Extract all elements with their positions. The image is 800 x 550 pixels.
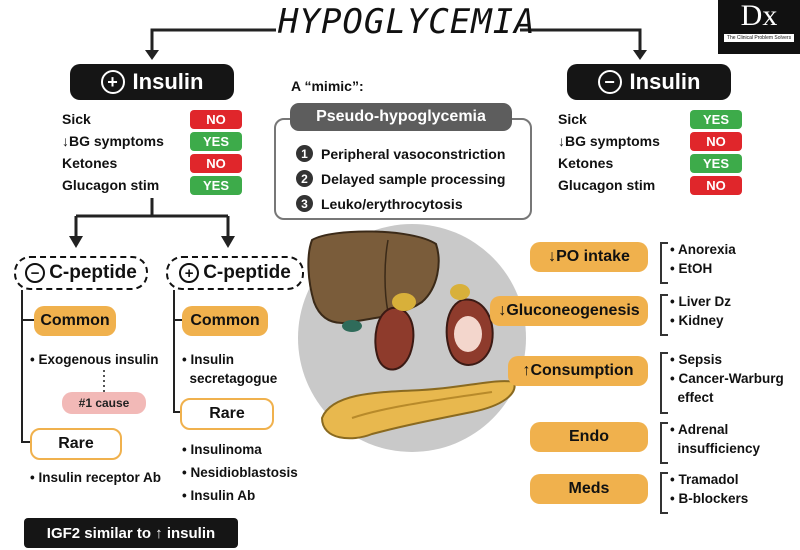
neg-cpeptide-header: − C-peptide: [14, 256, 148, 290]
row-label: Glucagon stim: [62, 177, 160, 193]
bracket: [660, 242, 668, 284]
pancreas-icon: [320, 380, 516, 440]
minus-insulin-header: − Insulin: [567, 64, 731, 100]
pos-common-label: Common: [182, 306, 268, 336]
cause-items: • Anorexia • EtOH: [670, 240, 736, 278]
pseudo-hypoglycemia-label: Pseudo-hypoglycemia: [290, 103, 512, 131]
pos-rare-list: • Insulinoma • Nesidioblastosis • Insulin …: [182, 438, 298, 507]
list-item: insufficiency: [677, 441, 761, 456]
cause-pill: ↓PO intake: [530, 242, 648, 272]
row-label: Glucagon stim: [558, 177, 656, 193]
status-badge: NO: [190, 109, 242, 129]
down-arrow-icon: ↓: [558, 133, 565, 149]
dx-logo: Dx The Clinical Problem Solvers: [718, 0, 800, 54]
number-badge: 3: [296, 195, 313, 212]
bracket: [660, 294, 668, 336]
organ-illustration: [298, 224, 526, 452]
pos-rare-label: Rare: [180, 398, 274, 430]
bracket: [660, 422, 668, 464]
list-item: • Nesidioblastosis: [182, 465, 298, 480]
plus-insulin-header: + Insulin: [70, 64, 234, 100]
cause-pill: ↓Gluconeogenesis: [490, 296, 648, 326]
plus-insulin-label: Insulin: [132, 69, 204, 94]
minus-icon: −: [597, 70, 622, 94]
down-arrow-icon: ↓: [62, 133, 69, 149]
row-label: Sick: [558, 111, 587, 127]
status-badge: YES: [190, 175, 242, 195]
cause-items: • Liver Dz • Kidney: [670, 292, 731, 330]
status-badge: YES: [690, 153, 742, 173]
status-badge: YES: [190, 131, 242, 151]
insulin-table-row: Glucagon stim NO: [558, 174, 742, 196]
status-badge: YES: [690, 109, 742, 129]
cause-items: • Adrenal insufficiency: [670, 420, 760, 458]
neg-rare-label: Rare: [30, 428, 122, 460]
kidney-icon: [374, 284, 494, 371]
causes-list: ↓PO intake • Anorexia • EtOH ↓Gluconeogenes…: [490, 240, 796, 514]
status-badge: NO: [190, 153, 242, 173]
neg-common-label: Common: [34, 306, 116, 336]
neg-cpeptide-label: C-peptide: [49, 262, 137, 283]
igf2-footer: IGF2 similar to ↑ insulin: [24, 518, 238, 548]
insulin-table-row: Ketones NO: [62, 152, 242, 174]
pos-cpeptide-label: C-peptide: [203, 262, 291, 283]
list-item: • Insulin Ab: [182, 488, 256, 503]
list-item: • Adrenal: [670, 422, 729, 437]
list-item: • Insulinoma: [182, 442, 262, 457]
first-cause-badge: #1 cause: [62, 392, 146, 414]
up-arrow-icon: ↑: [155, 524, 163, 542]
row-label: ↓BG symptoms: [62, 133, 164, 149]
row-label: Ketones: [62, 155, 118, 171]
cause-pill: ↑Consumption: [508, 356, 648, 386]
list-item: • Liver Dz: [670, 294, 732, 309]
bracket: [660, 352, 668, 414]
plus-icon: +: [179, 263, 200, 283]
list-item: • Cancer-Warburg: [670, 371, 784, 386]
minus-insulin-label: Insulin: [629, 69, 701, 94]
insulin-table-row: Glucagon stim YES: [62, 174, 242, 196]
list-item: • B-blockers: [670, 491, 749, 506]
pos-common-item: • Insulin secretagogue: [182, 352, 278, 386]
insulin-table-row: ↓BG symptoms YES: [62, 130, 242, 152]
up-arrow-icon: ↑: [522, 362, 531, 379]
plus-icon: +: [100, 70, 125, 94]
page-title: HYPOGLYCEMIA: [278, 2, 536, 42]
down-arrow-icon: ↓: [548, 248, 557, 265]
mimic-heading: A “mimic”:: [291, 78, 364, 94]
list-item: • Tramadol: [670, 472, 739, 487]
insulin-table-row: Sick YES: [558, 108, 742, 130]
list-item: effect: [677, 390, 714, 405]
cause-pill: Endo: [530, 422, 648, 452]
cause-items: • Sepsis • Cancer-Warburg effect: [670, 350, 784, 407]
row-label: ↓BG symptoms: [558, 133, 660, 149]
neg-rare-item: • Insulin receptor Ab: [30, 470, 161, 485]
pos-cpeptide-header: + C-peptide: [166, 256, 304, 290]
status-badge: NO: [690, 131, 742, 151]
list-item: • Sepsis: [670, 352, 723, 367]
status-badge: NO: [690, 175, 742, 195]
list-item: • EtOH: [670, 261, 713, 276]
bracket: [660, 472, 668, 514]
list-item: • Kidney: [670, 313, 724, 328]
number-badge: 2: [296, 170, 313, 187]
minus-icon: −: [25, 263, 46, 283]
down-arrow-icon: ↓: [498, 302, 507, 319]
neg-common-item: • Exogenous insulin: [30, 352, 159, 367]
number-badge: 1: [296, 145, 313, 162]
insulin-table-row: Ketones YES: [558, 152, 742, 174]
list-item: • Anorexia: [670, 242, 736, 257]
insulin-table-row: Sick NO: [62, 108, 242, 130]
cause-items: • Tramadol • B-blockers: [670, 470, 748, 508]
insulin-table-row: ↓BG symptoms NO: [558, 130, 742, 152]
row-label: Sick: [62, 111, 91, 127]
row-label: Ketones: [558, 155, 614, 171]
cause-pill: Meds: [530, 474, 648, 504]
